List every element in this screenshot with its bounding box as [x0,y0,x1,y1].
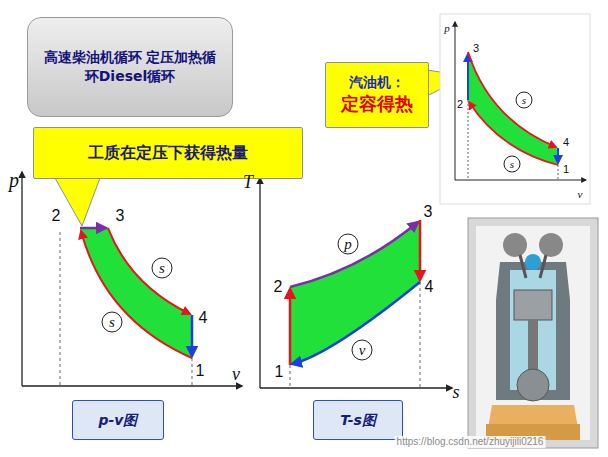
ts-chart [260,178,452,388]
chart-label: s [109,315,115,330]
caption-box: T-s图 [313,400,403,440]
chart-label: 3 [424,204,433,220]
callout-tail [55,178,100,226]
node-text: 汽油机： [349,73,405,92]
chart-label: 1 [563,164,569,175]
caption-box: p-v图 [72,400,164,440]
watermark: https://blog.csdn.net/zhuyijili0216 [395,436,546,448]
chart-label: T [243,173,253,191]
chart-label: s [159,261,165,276]
chart-label: 1 [275,364,284,380]
chart-label: 2 [274,279,283,295]
chart-label: 4 [199,310,208,326]
callout-box: 工质在定压下获得热量 [33,127,303,179]
chart-label: 3 [116,208,125,224]
title-box: 高速柴油机循环 定压加热循环Diesel循环 [27,17,233,117]
chart-label: 4 [425,279,434,295]
node-text: 定容得热 [341,92,413,116]
chart-label: v [578,189,583,200]
node-text: T-s图 [340,411,376,430]
chart-label: 2 [457,99,463,110]
chart-label: 4 [563,137,569,148]
chart-label: 3 [473,43,479,54]
node-text: p-v图 [99,411,138,430]
chart-label: s [522,95,526,106]
chart-label: p [9,170,19,190]
engine-illustration [468,218,598,448]
chart-label: 1 [196,363,205,379]
chart-label: s [452,383,459,401]
chart-label: p [444,23,450,34]
chart-label: s [510,159,514,170]
pv-chart [22,172,242,386]
callout-box: 汽油机：定容得热 [325,62,429,128]
chart-label: v [359,343,366,358]
node-text: 高速柴油机循环 定压加热循环Diesel循环 [42,48,218,86]
chart-label: v [232,365,240,383]
chart-label: p [344,237,352,252]
node-text: 工质在定压下获得热量 [88,142,248,164]
chart-label: 2 [52,208,61,224]
otto-chart [440,14,590,204]
